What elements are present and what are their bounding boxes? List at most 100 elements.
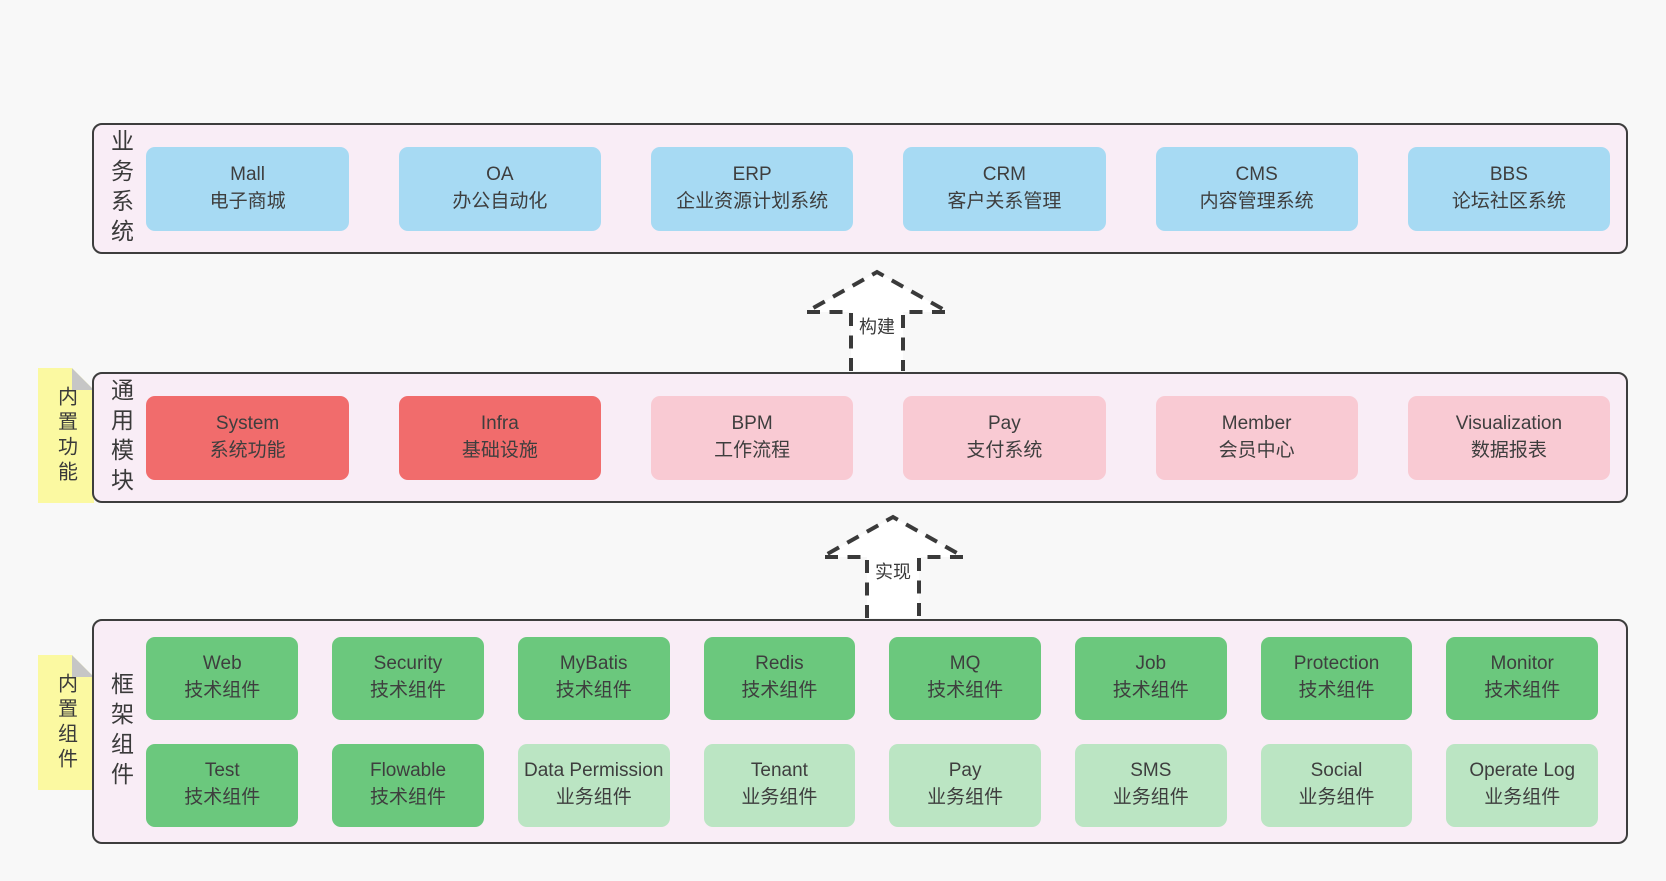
box-social: Social 业务组件 [1260,743,1413,827]
box-oa: OA 办公自动化 [398,146,601,231]
box-subtitle: 论坛社区系统 [1451,190,1566,212]
band-box-row: Mall 电子商城 OA 办公自动化 ERP 企业资源计划系统 CRM 客户关系… [133,125,1626,252]
box-cms: CMS 内容管理系统 [1155,146,1358,231]
band-framework-components: 框架组件 Web 技术组件 Security 技术组件 MyBatis 技术组件… [92,619,1628,844]
box-title: BBS [1489,163,1528,185]
sticky-note-builtin-components: 内置组件 [38,655,94,790]
box-title: Job [1135,653,1167,675]
box-data-permission: Data Permission 业务组件 [517,743,670,827]
folded-corner-icon [72,655,94,677]
box-web: Web 技术组件 [146,636,299,720]
box-title: Operate Log [1469,760,1576,782]
box-subtitle: 技术组件 [369,680,446,701]
box-flowable: Flowable 技术组件 [332,743,484,827]
box-sms: SMS 业务组件 [1074,743,1227,827]
box-title: CMS [1235,163,1278,185]
box-redis: Redis 技术组件 [703,636,856,720]
box-title: OA [486,163,514,185]
box-mall: Mall 电子商城 [146,146,349,231]
band-label-framework-components: 框架组件 [107,671,134,792]
box-bbs: BBS 论坛社区系统 [1407,146,1611,231]
box-subtitle: 业务组件 [741,787,818,808]
box-title: Web [202,653,242,675]
box-subtitle: 数据报表 [1470,439,1547,461]
sticky-note-label: 内置组件 [54,672,77,773]
box-subtitle: 电子商城 [209,190,286,212]
box-subtitle: 业务组件 [927,787,1004,808]
box-title: Security [373,653,443,675]
box-subtitle: 业务组件 [1112,787,1189,808]
box-subtitle: 技术组件 [927,680,1004,701]
box-subtitle: 企业资源计划系统 [676,190,829,212]
box-subtitle: 业务组件 [1298,787,1375,808]
box-visualization: Visualization 数据报表 [1407,395,1611,480]
box-pay-business: Pay 业务组件 [889,743,1041,827]
box-monitor: Monitor 技术组件 [1446,636,1599,720]
box-subtitle: 业务组件 [555,787,632,808]
box-operate-log: Operate Log 业务组件 [1446,743,1599,827]
box-member: Member 会员中心 [1155,395,1358,480]
sticky-note-builtin-features: 内置功能 [38,368,94,503]
band-common-modules: 通用模块 System 系统功能 Infra 基础设施 BPM 工作流程 Pay… [92,372,1628,503]
box-security: Security 技术组件 [332,636,484,720]
box-title: ERP [732,163,772,185]
box-test: Test 技术组件 [146,743,299,827]
box-title: Social [1310,760,1363,782]
box-tenant: Tenant 业务组件 [703,743,856,827]
box-subtitle: 技术组件 [1484,680,1561,701]
box-title: Visualization [1455,412,1563,434]
band-label-business-systems: 业务系统 [107,128,134,249]
box-subtitle: 技术组件 [1298,680,1375,701]
box-mq: MQ 技术组件 [889,636,1041,720]
box-subtitle: 客户关系管理 [947,190,1062,212]
box-title: Tenant [750,760,808,782]
box-subtitle: 内容管理系统 [1199,190,1314,212]
box-pay: Pay 支付系统 [903,395,1106,480]
box-title: Flowable [369,760,447,782]
box-title: SMS [1130,760,1172,782]
band-box-row: System 系统功能 Infra 基础设施 BPM 工作流程 Pay 支付系统… [133,374,1626,501]
box-title: Infra [480,412,519,434]
arrow-label: 构建 [859,317,895,337]
box-title: Test [204,760,240,782]
implement-arrow: 实现 [814,514,972,618]
folded-corner-icon [72,368,94,390]
box-mybatis: MyBatis 技术组件 [517,636,670,720]
dashed-up-arrow-shape [798,269,956,371]
box-system: System 系统功能 [146,395,349,480]
box-crm: CRM 客户关系管理 [903,146,1106,231]
box-subtitle: 技术组件 [184,787,261,808]
component-row-1: Web 技术组件 Security 技术组件 MyBatis 技术组件 Redi… [146,636,1599,720]
box-subtitle: 支付系统 [966,439,1043,461]
box-job: Job 技术组件 [1074,636,1227,720]
box-subtitle: 工作流程 [714,439,791,461]
box-title: Mall [230,163,265,185]
box-erp: ERP 企业资源计划系统 [650,146,854,231]
build-arrow: 构建 [798,269,956,371]
box-infra: Infra 基础设施 [398,395,601,480]
sticky-note-label: 内置功能 [54,385,77,486]
box-subtitle: 业务组件 [1484,787,1561,808]
box-title: Protection [1293,653,1380,675]
box-subtitle: 办公自动化 [452,190,548,212]
component-row-2: Test 技术组件 Flowable 技术组件 Data Permission … [146,743,1599,827]
box-title: Member [1221,412,1292,434]
dashed-up-arrow-shape [814,514,972,618]
box-title: Monitor [1490,653,1554,675]
box-protection: Protection 技术组件 [1260,636,1413,720]
box-subtitle: 系统功能 [209,439,286,461]
box-subtitle: 会员中心 [1218,439,1295,461]
box-subtitle: 技术组件 [369,787,446,808]
box-title: Pay [987,412,1021,434]
box-title: Redis [755,653,804,675]
box-title: BPM [731,412,773,434]
arrow-label: 实现 [875,562,911,582]
band-business-systems: 业务系统 Mall 电子商城 OA 办公自动化 ERP 企业资源计划系统 CRM… [92,123,1628,254]
box-subtitle: 技术组件 [741,680,818,701]
box-title: MQ [949,653,981,675]
box-title: CRM [982,163,1026,185]
box-subtitle: 技术组件 [555,680,632,701]
box-title: Pay [948,760,982,782]
band-box-grid: Web 技术组件 Security 技术组件 MyBatis 技术组件 Redi… [133,621,1626,842]
box-title: Data Permission [524,760,664,782]
